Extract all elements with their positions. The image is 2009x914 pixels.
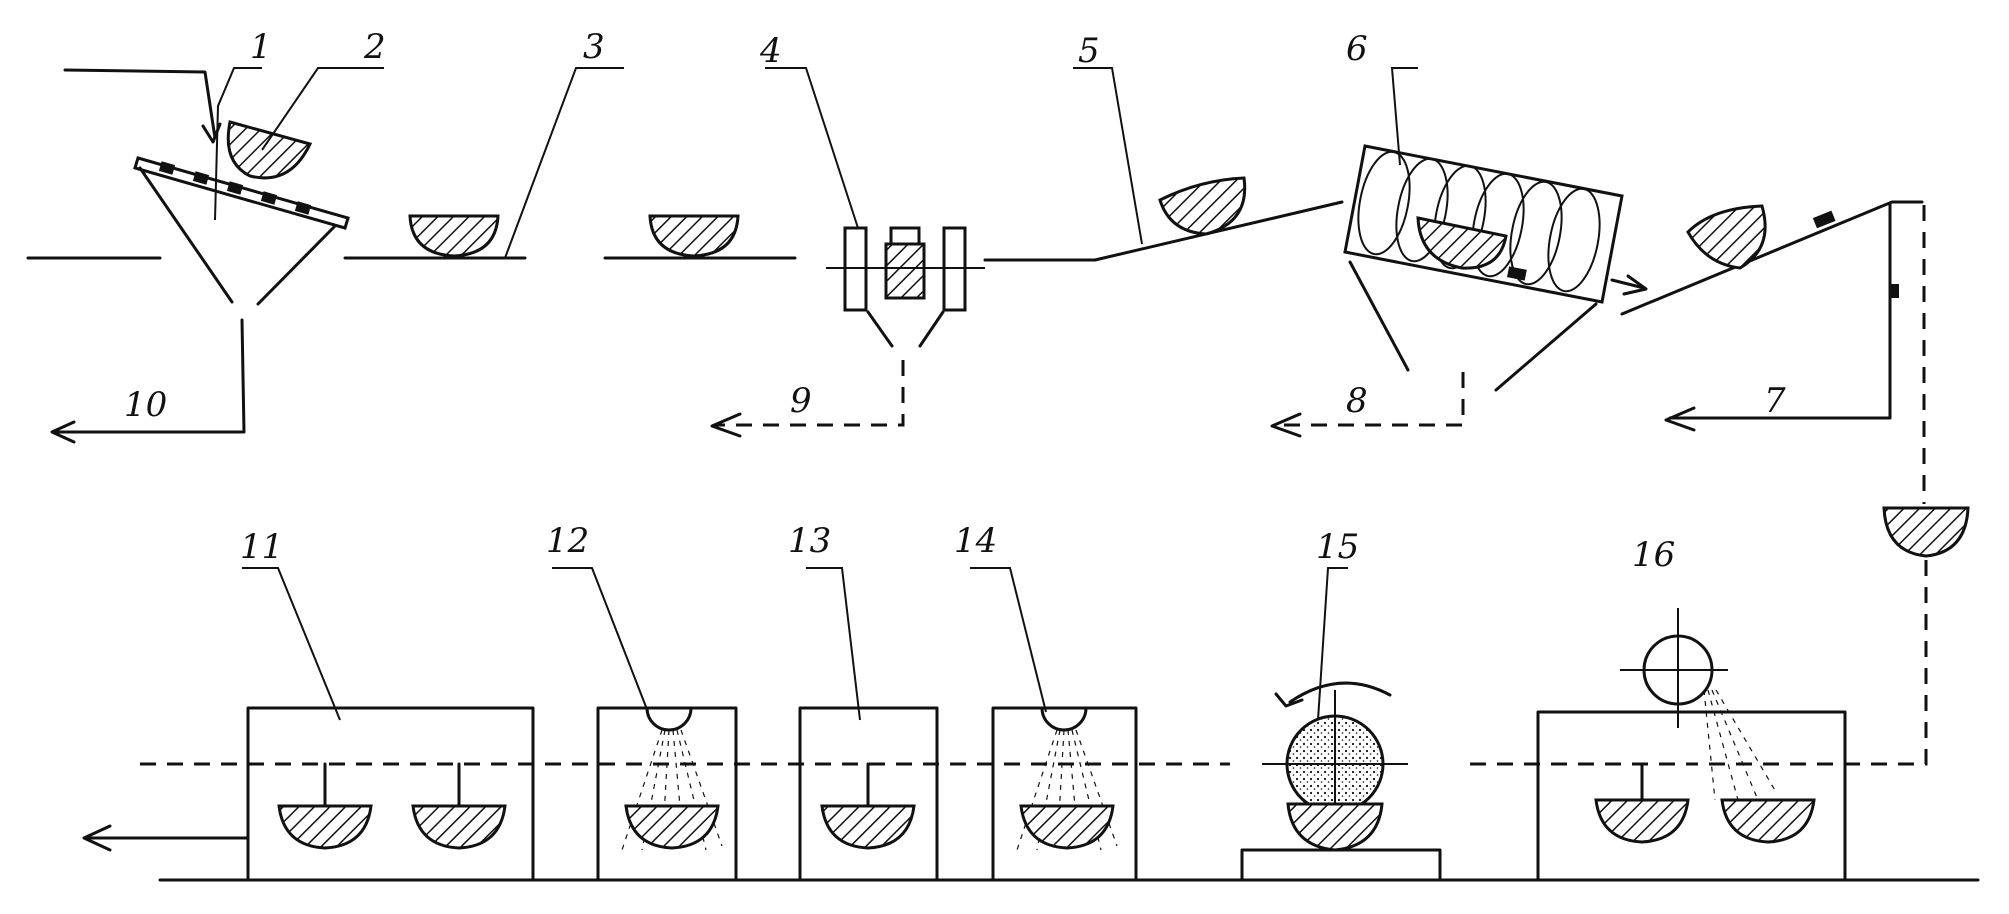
label-12: 12	[546, 521, 589, 561]
label-10: 10	[124, 385, 167, 425]
label-11: 11	[240, 527, 283, 567]
label-1: 1	[250, 27, 272, 67]
incline-station-5	[1073, 67, 1344, 262]
label-13: 13	[788, 521, 831, 561]
tank-station-11	[82, 567, 535, 882]
hopper-station-1	[50, 67, 384, 444]
label-14: 14	[954, 521, 997, 561]
grinding-station-15	[1240, 567, 1442, 882]
tank-station-13	[798, 567, 939, 882]
incline-station-7	[1620, 200, 1970, 766]
label-15: 15	[1316, 527, 1359, 567]
label-5: 5	[1078, 31, 1100, 71]
label-7: 7	[1764, 381, 1786, 421]
drum-station-6	[1270, 67, 1648, 438]
roller-station-4	[710, 67, 1097, 438]
spray-station-12	[552, 567, 738, 882]
label-2: 2	[363, 27, 386, 67]
callout-labels: 1 2 3 4 5 6 7 8 9 10 11 12 13 14 15 16	[124, 27, 1786, 575]
label-6: 6	[1346, 29, 1368, 69]
spray-station-16	[1536, 608, 1847, 882]
label-9: 9	[790, 381, 812, 421]
label-16: 16	[1632, 535, 1675, 575]
spray-station-14	[970, 567, 1138, 882]
label-4: 4	[759, 31, 782, 71]
label-8: 8	[1346, 381, 1368, 421]
label-3: 3	[583, 27, 605, 67]
conveyor-station-3	[26, 67, 797, 260]
